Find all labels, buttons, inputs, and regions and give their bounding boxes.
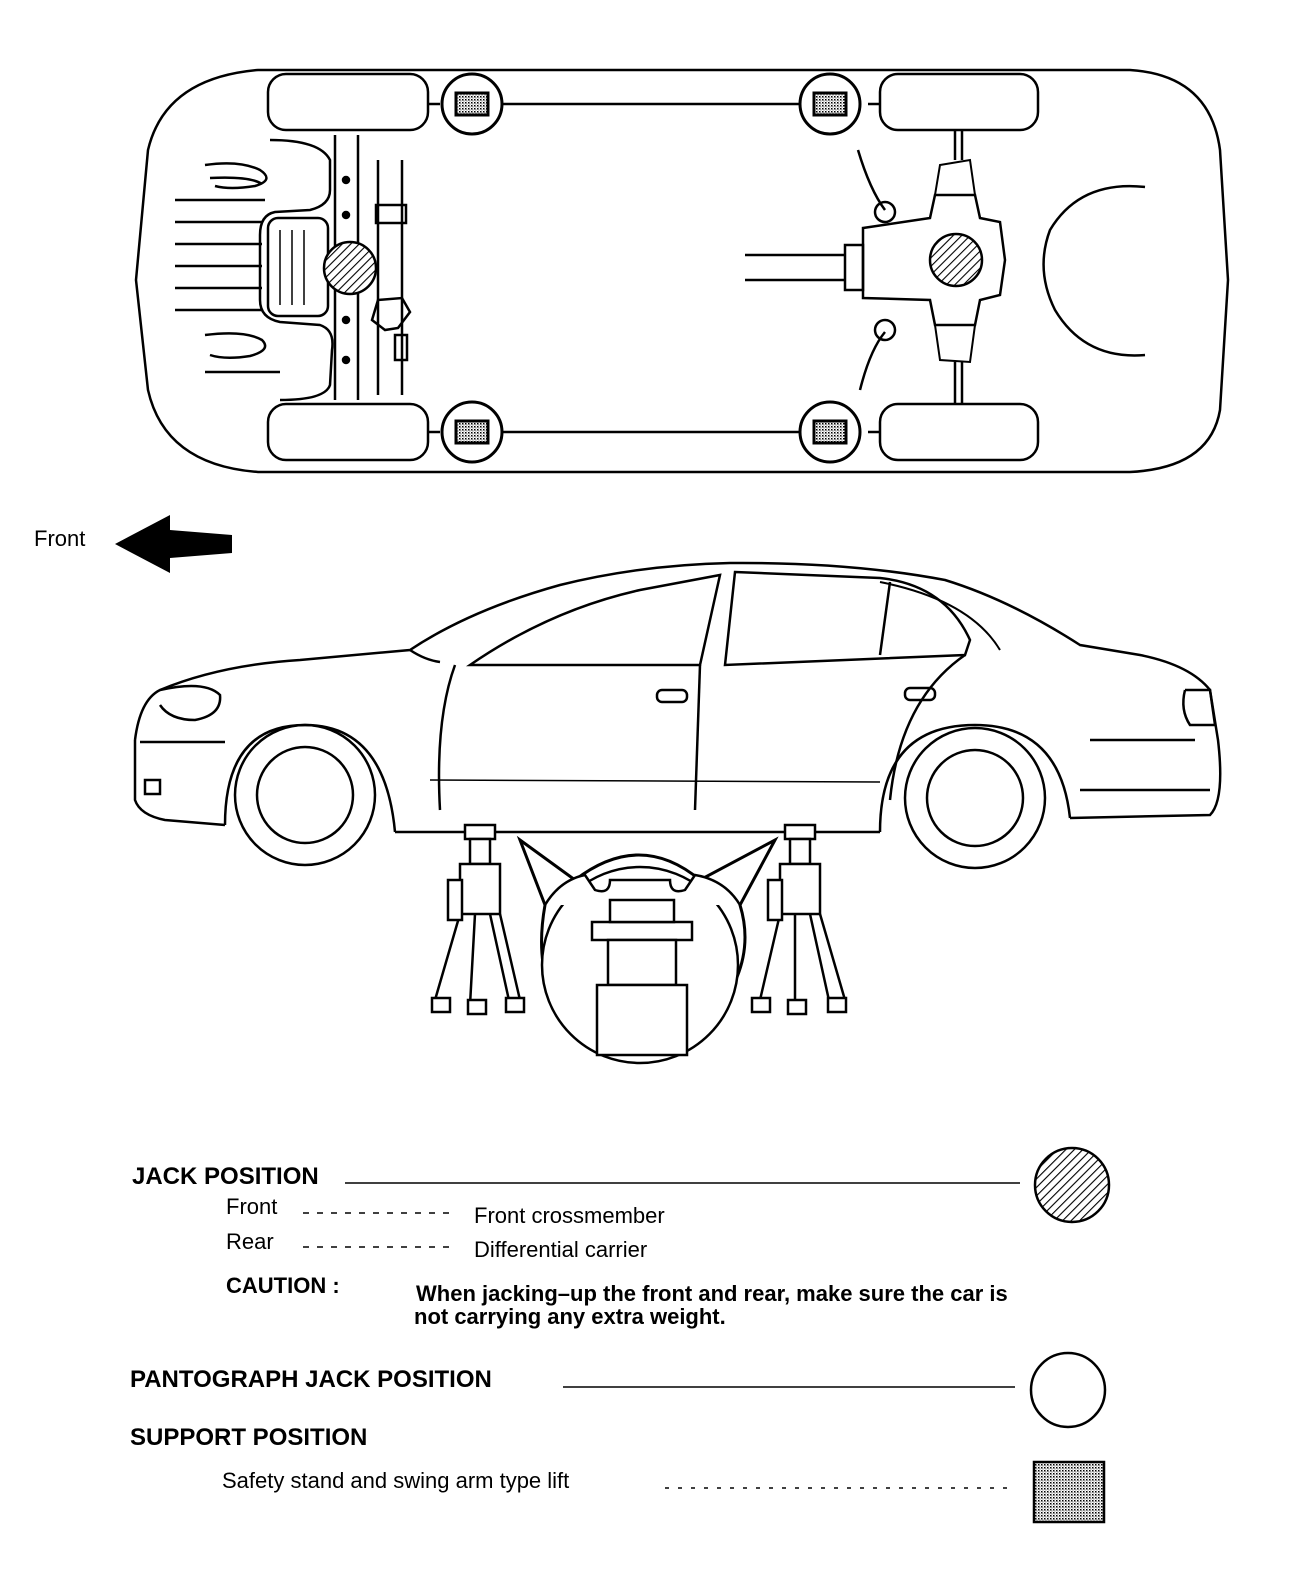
jack-position-title: JACK POSITION [132, 1163, 319, 1191]
jack-detail-callout [516, 835, 779, 1065]
jack-rear-value: Differential carrier [474, 1237, 648, 1262]
caution-text-line2: not carrying any extra weight. [414, 1304, 726, 1329]
dotted-square-icon [1032, 1460, 1106, 1524]
underbody-top-view [134, 68, 1230, 474]
jack-rear-label: Rear [226, 1229, 274, 1254]
front-wheel [233, 723, 377, 867]
jack-front-label: Front [226, 1194, 278, 1219]
hatched-circle-icon [1033, 1146, 1111, 1224]
support-point-front-right [440, 400, 504, 464]
rear-right-wheel [878, 402, 1040, 462]
front-right-wheel [266, 402, 430, 462]
support-item-label: Safety stand and swing arm type lift [222, 1468, 570, 1493]
support-point-rear-right [798, 400, 862, 464]
front-direction-label: Front [34, 526, 86, 551]
jack-point-differential-carrier [928, 232, 984, 288]
pantograph-jack-title: PANTOGRAPH JACK POSITION [130, 1366, 492, 1393]
jack-front-value: Front crossmember [474, 1203, 665, 1228]
open-circle-icon [1029, 1351, 1107, 1429]
rear-left-wheel [878, 72, 1040, 132]
jack-stands [430, 823, 848, 1065]
front-left-wheel [266, 72, 430, 132]
support-points [440, 72, 862, 464]
support-point-rear-left [798, 72, 862, 136]
rear-wheel [903, 726, 1047, 870]
caution-text-line1: When jacking–up the front and rear, make… [416, 1281, 1008, 1306]
jack-stand-front [430, 823, 526, 1016]
jack-point-front-crossmember [322, 240, 378, 296]
front-arrow-icon [115, 515, 232, 573]
caution-label: CAUTION : [226, 1273, 340, 1298]
jack-stand-rear [750, 823, 848, 1016]
car-side-view [133, 561, 1222, 870]
support-position-title: SUPPORT POSITION [130, 1424, 368, 1451]
support-point-front-left [440, 72, 504, 136]
